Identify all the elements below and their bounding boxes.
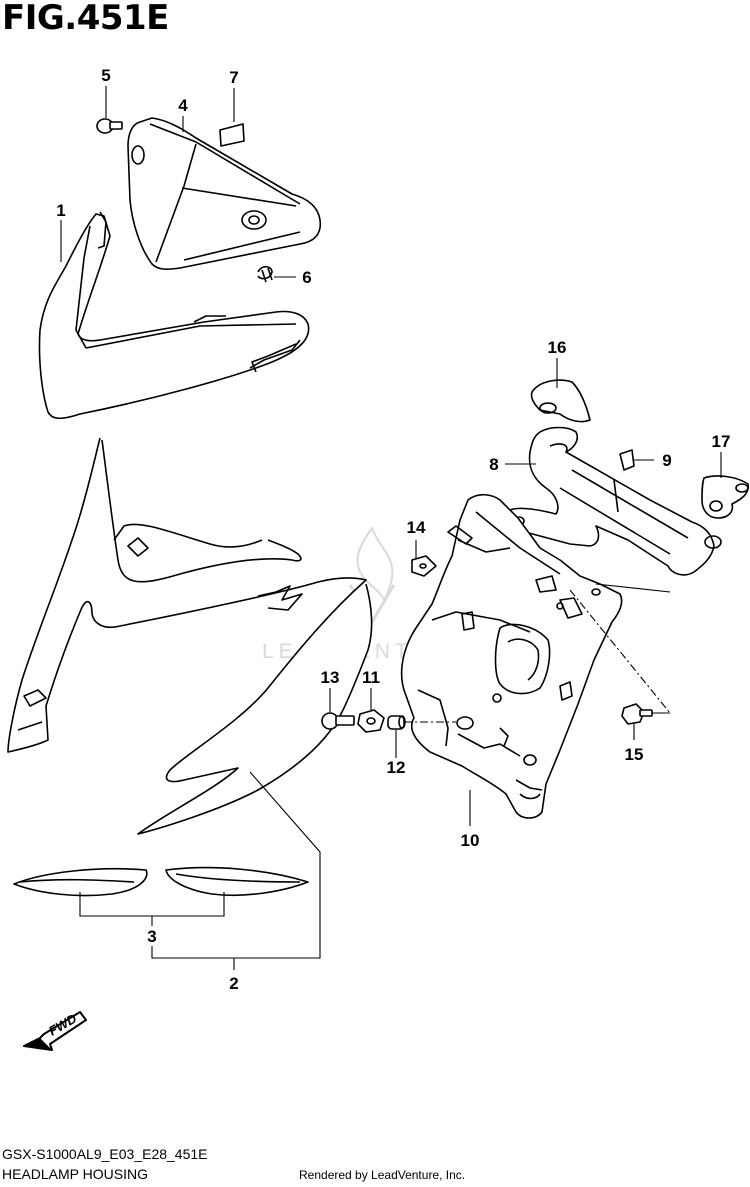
part-8-brace [502,426,722,576]
callout-1: 1 [56,201,65,220]
model-code: GSX-S1000AL9_E03_E28_451E [2,1146,208,1162]
part-5-screw [96,118,123,134]
figure-title: FIG.451E [2,0,169,38]
callout-9: 9 [662,451,671,470]
leader-lines [60,86,722,970]
callout-14: 14 [407,518,426,537]
callout-7: 7 [229,68,238,87]
part-6-clip [257,265,273,283]
callout-16: 16 [548,338,567,357]
part-4-headlamp-cover [127,117,322,270]
callout-4: 4 [178,96,188,115]
part-14-clip-nut [411,555,437,577]
callout-2: 2 [229,974,238,993]
part-1-upper-cowl [38,211,310,420]
part-7-decal [219,123,245,147]
callout-17: 17 [712,432,731,451]
callout-5: 5 [101,66,110,85]
section-name: HEADLAMP HOUSING [2,1166,148,1182]
callout-13: 13 [321,668,340,687]
part-17-bracket [701,475,750,519]
part-16-bracket-cover [530,379,591,423]
callout-8: 8 [489,455,498,474]
callout-3: 3 [147,927,156,946]
callout-6: 6 [302,268,311,287]
part-12-collar [387,715,406,730]
callout-12: 12 [387,758,406,777]
part-3-side-strips [13,866,309,897]
part-9-pin [619,449,635,471]
render-credit: Rendered by LeadVenture, Inc. [299,1168,466,1182]
callout-11: 11 [362,668,380,687]
callout-labels: 5 7 4 1 6 16 8 9 17 14 13 11 12 15 10 3 … [56,66,730,993]
callout-15: 15 [625,745,644,764]
callout-10: 10 [461,831,480,850]
part-2-side-cowl [7,437,373,835]
part-11-nut [357,709,385,733]
part-15-bolt [621,703,653,725]
part-10-headlamp-bracket [400,493,623,819]
fwd-arrow-icon: FWD [23,1011,87,1051]
part-13-bolt [321,712,355,730]
